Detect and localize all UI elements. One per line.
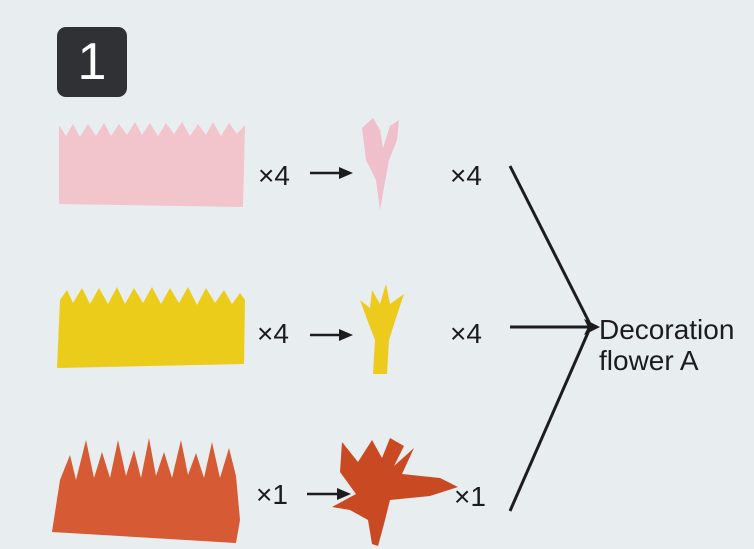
row2-strip-count: ×4 (257, 320, 289, 348)
red-flower (332, 438, 458, 546)
row3-strip-count: ×1 (256, 481, 288, 509)
result-label-line1: Decoration (599, 314, 734, 345)
pink-fringed-strip (59, 122, 245, 207)
merge-bracket (510, 166, 590, 511)
row1-strip-count: ×4 (258, 162, 290, 190)
yellow-fringed-strip (57, 287, 245, 368)
yellow-flower (360, 284, 404, 374)
step-number: 1 (57, 27, 127, 97)
result-label: Decoration flower A (599, 314, 734, 376)
red-fringed-strip (52, 438, 240, 543)
result-label-line2: flower A (599, 345, 734, 376)
row3-flower-count: ×1 (454, 483, 486, 511)
row1-flower-count: ×4 (450, 162, 482, 190)
step-number-badge: 1 (57, 27, 127, 97)
row2-flower-count: ×4 (450, 320, 482, 348)
pink-flower (362, 118, 399, 210)
